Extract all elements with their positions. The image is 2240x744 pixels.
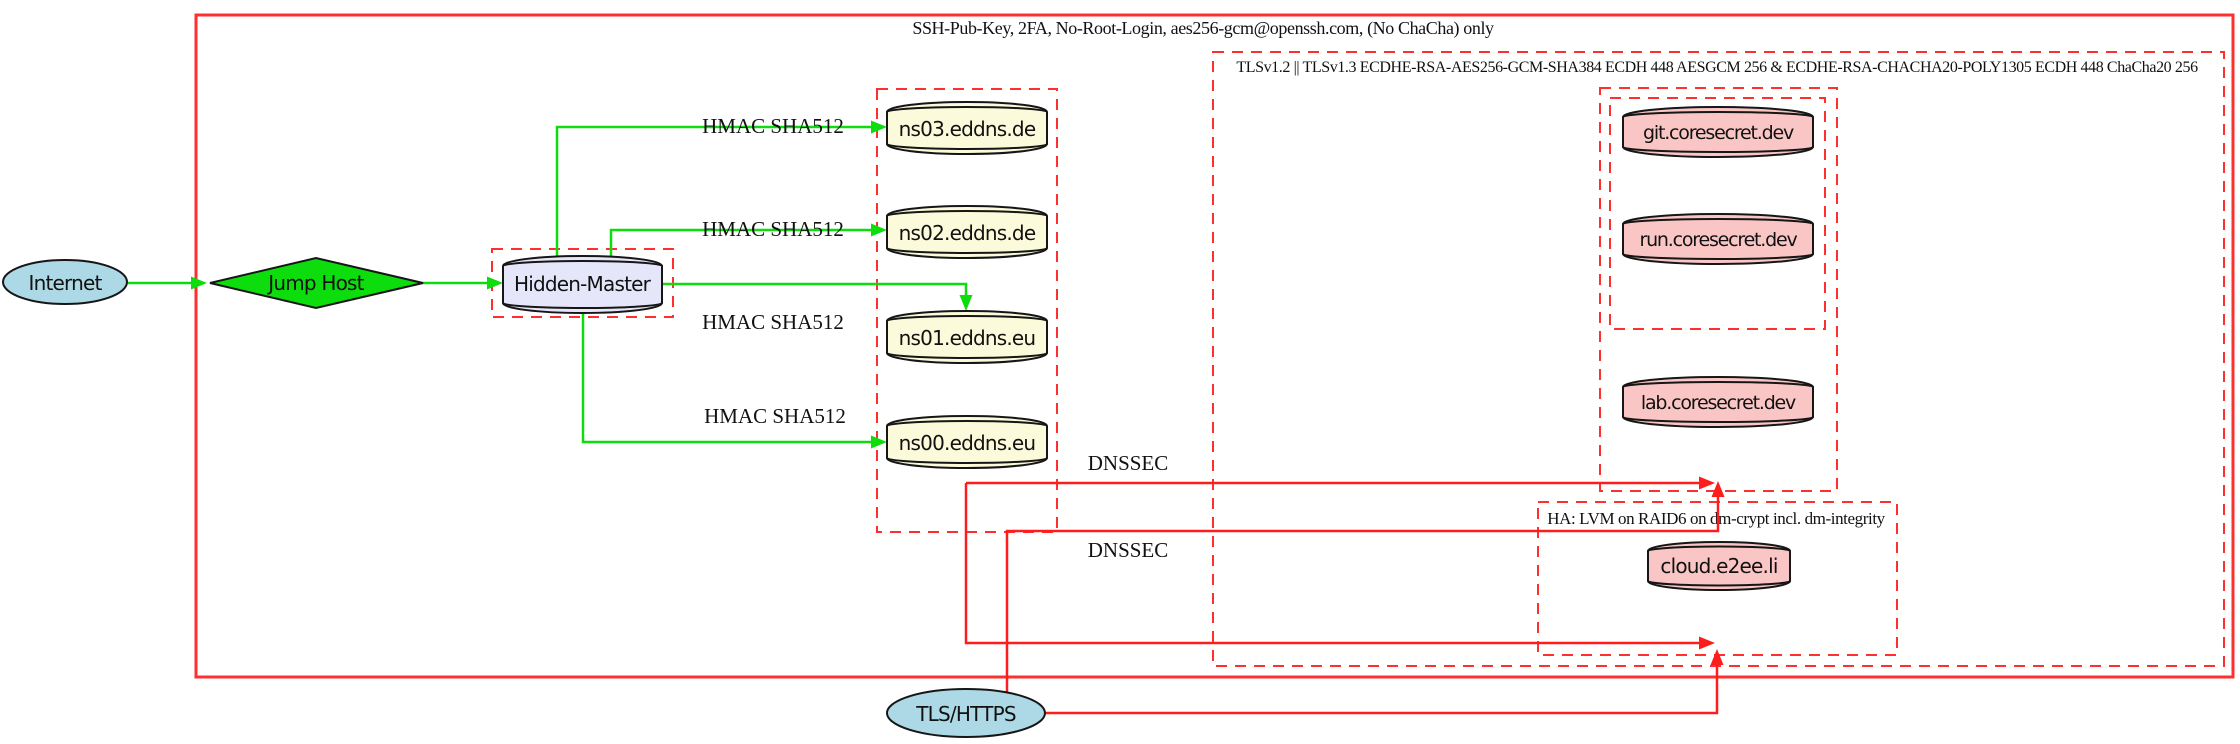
node-ns00-label: ns00.eddns.eu xyxy=(899,431,1036,455)
edge-dnssec-ha xyxy=(964,483,1699,645)
node-git-coresecret-label: git.coresecret.dev xyxy=(1643,122,1794,144)
node-internet-label: Internet xyxy=(28,271,102,295)
edge-hiddenmaster-ns01 xyxy=(662,282,968,295)
edge-label-dnssec-a: DNSSEC xyxy=(1088,451,1169,475)
node-cloud-e2ee-label: cloud.e2ee.li xyxy=(1660,554,1777,578)
arrowhead-ns01 xyxy=(959,295,973,311)
edge-hiddenmaster-ns03 xyxy=(555,125,871,266)
node-lab-coresecret: lab.coresecret.dev xyxy=(1622,376,1814,428)
edge-label-dnssec-b: DNSSEC xyxy=(1088,538,1169,562)
node-hidden-master: Hidden-Master xyxy=(502,255,663,314)
cluster-ssh-policy-label: SSH-Pub-Key, 2FA, No-Root-Login, aes256-… xyxy=(912,18,1494,39)
edge-label-hmac-ns03: HMAC SHA512 xyxy=(702,114,844,138)
arrowhead-ns00 xyxy=(871,435,887,449)
node-cloud-e2ee: cloud.e2ee.li xyxy=(1647,541,1791,591)
node-run-coresecret: run.coresecret.dev xyxy=(1622,213,1814,265)
node-jump-host: Jump Host xyxy=(209,256,424,310)
edge-hiddenmaster-ns02 xyxy=(609,228,871,266)
node-ns02: ns02.eddns.de xyxy=(886,205,1048,259)
arrowhead-jumphost xyxy=(191,276,207,290)
node-ns01-label: ns01.eddns.eu xyxy=(899,326,1036,350)
edge-label-hmac-ns02: HMAC SHA512 xyxy=(702,217,844,241)
cluster-ha-label: HA: LVM on RAID6 on dm-crypt incl. dm-in… xyxy=(1547,509,1885,528)
cluster-tls-policy-label: TLSv1.2 || TLSv1.3 ECDHE-RSA-AES256-GCM-… xyxy=(1236,59,2198,76)
arrowhead-ns03 xyxy=(871,120,887,134)
node-jump-host-label: Jump Host xyxy=(266,271,364,295)
arrowhead-dnssec-ha xyxy=(1699,636,1715,650)
node-lab-coresecret-label: lab.coresecret.dev xyxy=(1641,392,1796,414)
node-git-coresecret: git.coresecret.dev xyxy=(1622,106,1814,158)
node-ns02-label: ns02.eddns.de xyxy=(899,221,1036,245)
cluster-coresecret-box xyxy=(1599,87,1838,492)
edge-label-hmac-ns01: HMAC SHA512 xyxy=(702,310,844,334)
arrowhead-dnssec-coresecret xyxy=(1699,476,1715,490)
node-ns03: ns03.eddns.de xyxy=(886,101,1048,155)
edge-label-hmac-ns00: HMAC SHA512 xyxy=(704,404,846,428)
edge-hiddenmaster-ns00 xyxy=(581,305,871,444)
arrowhead-tls-coresecret xyxy=(1711,481,1725,497)
cluster-git-run-box xyxy=(1609,97,1826,330)
arrowhead-hiddenmaster xyxy=(487,276,503,290)
node-run-coresecret-label: run.coresecret.dev xyxy=(1639,229,1797,251)
node-tls-https: TLS/HTTPS xyxy=(886,688,1046,738)
node-tls-https-label: TLS/HTTPS xyxy=(915,702,1016,726)
node-internet: Internet xyxy=(2,259,128,305)
edge-tls-coresecret xyxy=(1005,497,1720,692)
node-ns01: ns01.eddns.eu xyxy=(886,310,1048,364)
node-hidden-master-label: Hidden-Master xyxy=(514,272,652,296)
arrowhead-tls-ha xyxy=(1710,649,1724,665)
node-ns00: ns00.eddns.eu xyxy=(886,415,1048,469)
node-ns03-label: ns03.eddns.de xyxy=(899,117,1036,141)
edge-tls-ha xyxy=(1045,665,1719,715)
cluster-ssh-policy-box xyxy=(194,13,2235,679)
arrowhead-ns02 xyxy=(871,223,887,237)
cluster-tls-policy-box xyxy=(1212,51,2225,667)
